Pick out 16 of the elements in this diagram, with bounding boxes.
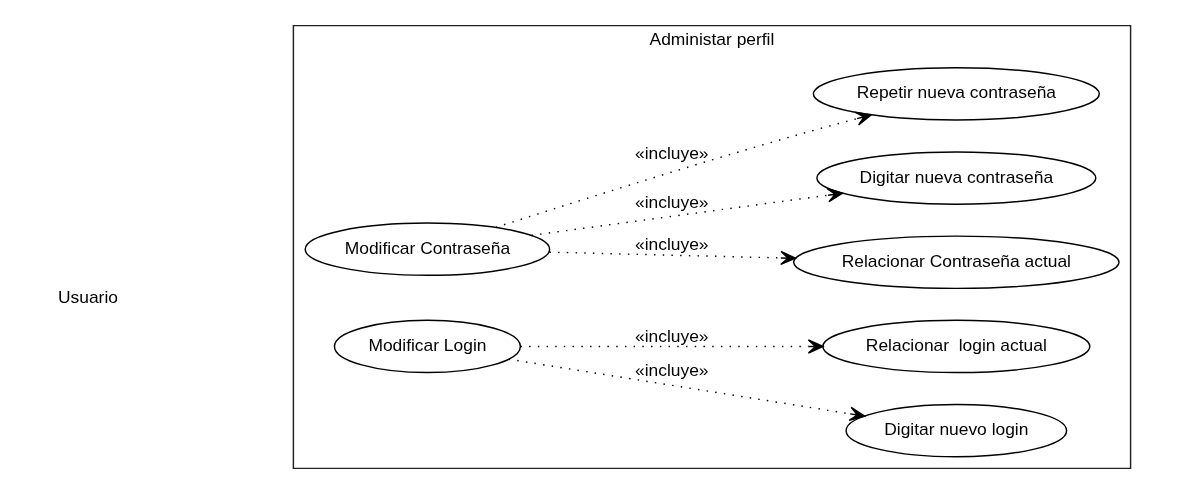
node-ellipse: Repetir nueva contraseña [812,67,1100,121]
arrow [507,358,865,422]
node-ellipse: Modificar Login [333,319,521,374]
node-ellipse: Relacionar Contraseña actual [792,235,1120,290]
arrow [530,188,843,237]
arrow [494,111,872,229]
node-text: Usuario [57,287,118,308]
arrow [548,250,796,266]
edge-label: «incluye» [634,325,709,346]
edge-label: «incluye» [634,360,709,381]
edge-label: «incluye» [634,234,709,255]
edge-label: «incluye» [634,142,709,163]
edge-label: «incluye» [634,191,709,212]
node-ellipse: Relacionar login actual [821,319,1091,374]
arrow [519,339,824,354]
node-ellipse: Modificar Contraseña [304,222,550,277]
